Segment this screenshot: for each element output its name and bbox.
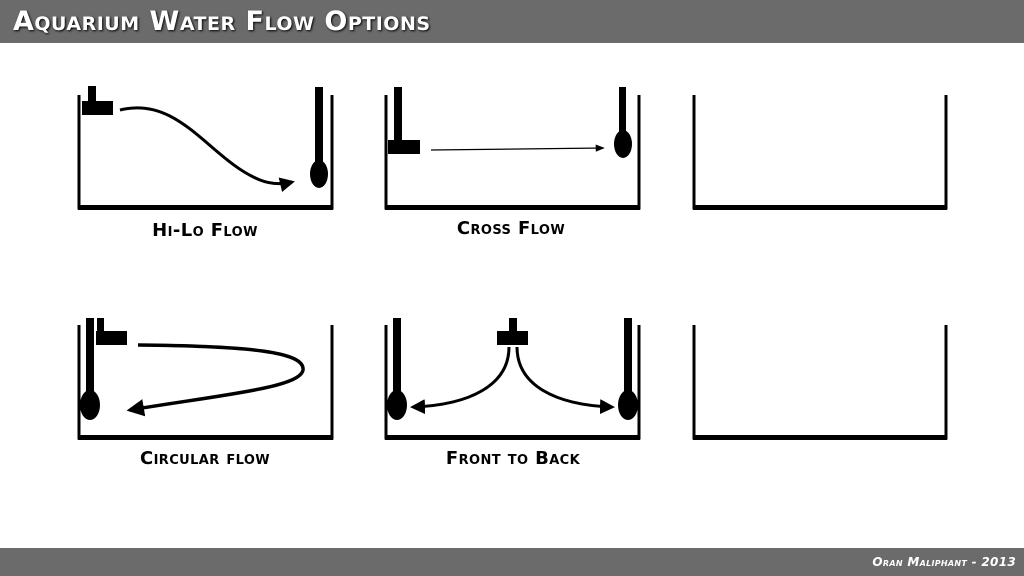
diagram-caption: Cross Flow bbox=[457, 218, 565, 239]
intake-strainer-right bbox=[618, 390, 638, 420]
return-nozzle bbox=[96, 331, 127, 345]
flow-arrow bbox=[430, 144, 605, 152]
intake-strainer bbox=[310, 160, 328, 188]
tank-base bbox=[385, 435, 640, 440]
tank-base bbox=[78, 205, 333, 210]
tank-outline bbox=[77, 95, 334, 210]
title-bar: Aquarium Water Flow Options bbox=[0, 0, 1024, 43]
return-nozzle bbox=[497, 331, 528, 345]
tank-base bbox=[693, 435, 947, 440]
tank-outline bbox=[692, 325, 948, 440]
footer-bar: Oran Maliphant - 2013 bbox=[0, 548, 1024, 576]
return-nozzle bbox=[388, 140, 420, 154]
empty-tank-diagram bbox=[692, 325, 948, 440]
flow-arrow bbox=[119, 106, 295, 193]
intake-strainer bbox=[614, 130, 632, 158]
diagram-caption: Circular flow bbox=[140, 448, 270, 469]
tank-base bbox=[693, 205, 947, 210]
return-pipe bbox=[394, 87, 402, 147]
flow-arrow-left bbox=[410, 346, 511, 415]
return-nozzle bbox=[82, 101, 113, 115]
circular-flow-diagram: Circular flow bbox=[77, 318, 334, 469]
tank-base bbox=[385, 205, 640, 210]
author-credit: Oran Maliphant - 2013 bbox=[872, 555, 1016, 569]
return-pipe bbox=[509, 318, 517, 333]
tank-outline bbox=[692, 95, 948, 210]
intake-pipe-left bbox=[393, 318, 401, 396]
empty-tank-diagram bbox=[692, 95, 948, 210]
intake-strainer-left bbox=[387, 390, 407, 420]
cross-flow-diagram: Cross Flow bbox=[384, 87, 641, 239]
intake-pipe bbox=[315, 87, 323, 167]
intake-pipe bbox=[86, 318, 94, 396]
tank-base bbox=[78, 435, 333, 440]
return-pipe bbox=[97, 318, 104, 338]
front-to-back-diagram: Front to Back bbox=[384, 318, 641, 469]
tank-outline bbox=[384, 95, 641, 210]
intake-strainer bbox=[80, 390, 100, 420]
page-title: Aquarium Water Flow Options bbox=[13, 6, 431, 37]
return-pipe bbox=[88, 86, 96, 104]
diagram-caption: Hi-Lo Flow bbox=[152, 220, 258, 241]
hi-lo-flow-diagram: Hi-Lo Flow bbox=[77, 86, 334, 241]
intake-pipe-right bbox=[624, 318, 632, 396]
diagram-caption: Front to Back bbox=[446, 448, 581, 469]
flow-arrow bbox=[126, 343, 305, 417]
flow-arrow-right bbox=[515, 346, 615, 415]
intake-pipe bbox=[619, 87, 626, 137]
